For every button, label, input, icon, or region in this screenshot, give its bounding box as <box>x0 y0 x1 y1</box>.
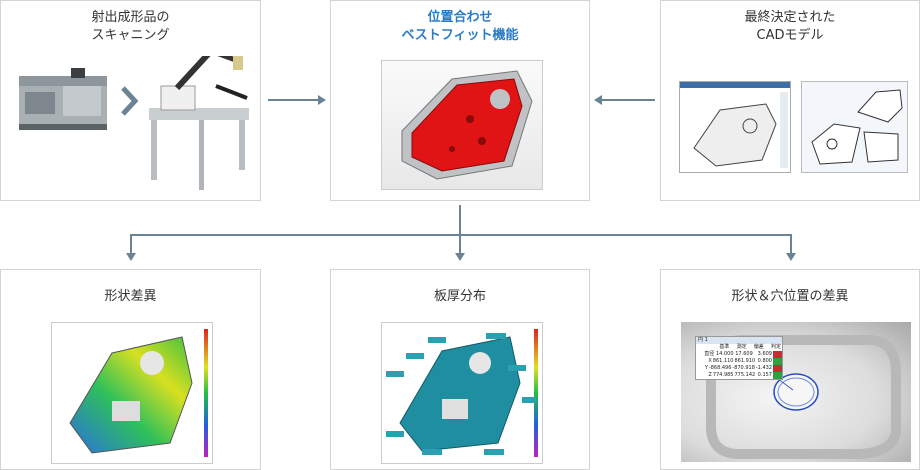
connector-down-left <box>130 234 132 254</box>
connector-down-center <box>459 234 461 254</box>
thickness-label <box>428 337 446 343</box>
hole-diff-box: 形状＆穴位置の差異 円 1 基準 測定 偏差 判定 直径 14.000 17.6… <box>660 269 920 470</box>
hole-diff-title: 形状＆穴位置の差異 <box>731 289 849 304</box>
arrow-down <box>786 253 796 261</box>
arrow-down <box>455 253 465 261</box>
thickness-label <box>484 449 504 455</box>
scan-title: 射出成形品の スキャニング <box>91 10 170 43</box>
thickness-label <box>406 353 424 359</box>
scanning-arm-table <box>149 56 249 190</box>
thickness-label <box>508 365 526 371</box>
thickness-colormap <box>381 322 543 464</box>
thickness-label <box>386 431 404 437</box>
connector-cad-to-bestfit <box>600 99 655 101</box>
cad-window-3d <box>679 81 791 173</box>
shape-diff-colormap <box>51 322 213 464</box>
bestfit-title: 位置合わせ ベストフィット機能 <box>401 10 519 43</box>
status-marker <box>773 351 782 358</box>
status-marker <box>773 358 782 365</box>
table-row: Z 774.985 775.142 0.157 <box>696 372 782 379</box>
thickness-title: 板厚分布 <box>433 289 486 304</box>
bestfit-box: 位置合わせ ベストフィット機能 <box>330 0 590 201</box>
arrow-down <box>126 253 136 261</box>
cad-title: 最終決定された CADモデル <box>744 10 836 43</box>
bestfit-render <box>381 60 543 190</box>
chevron-right-icon <box>121 86 139 116</box>
scanner-illustration <box>19 56 249 190</box>
thickness-box: 板厚分布 <box>330 269 590 470</box>
thickness-label <box>522 397 536 403</box>
connector-horizontal <box>130 234 792 236</box>
table-caption: 円 1 <box>696 337 782 344</box>
hole-measurement-table: 円 1 基準 測定 偏差 判定 直径 14.000 17.609 3.609 X… <box>695 336 783 380</box>
arrow-left <box>594 95 602 105</box>
thickness-label <box>386 371 404 377</box>
connector-scan-to-bestfit <box>268 99 320 101</box>
table-header-row: 基準 測定 偏差 判定 <box>719 344 782 350</box>
thickness-label <box>486 333 506 339</box>
connector-down-right <box>790 234 792 254</box>
scan-box: 射出成形品の スキャニング <box>0 0 261 201</box>
shape-diff-title: 形状差異 <box>104 289 157 304</box>
injection-molding-machine <box>19 68 107 130</box>
table-row: X 861.110 861.910 0.800 <box>696 358 782 365</box>
connector-down-trunk <box>459 205 461 235</box>
cad-box: 最終決定された CADモデル <box>660 0 920 201</box>
table-row: Y -868.496 -870.918 -1.432 <box>696 365 782 372</box>
cad-drawing-views <box>801 81 908 173</box>
status-marker <box>773 365 782 372</box>
shape-diff-box: 形状差異 <box>0 269 261 470</box>
arrow-right <box>318 95 326 105</box>
status-marker <box>773 372 782 379</box>
table-row: 直径 14.000 17.609 3.609 <box>696 351 782 358</box>
thickness-label <box>422 449 442 455</box>
hole-diff-render: 円 1 基準 測定 偏差 判定 直径 14.000 17.609 3.609 X… <box>681 322 911 462</box>
